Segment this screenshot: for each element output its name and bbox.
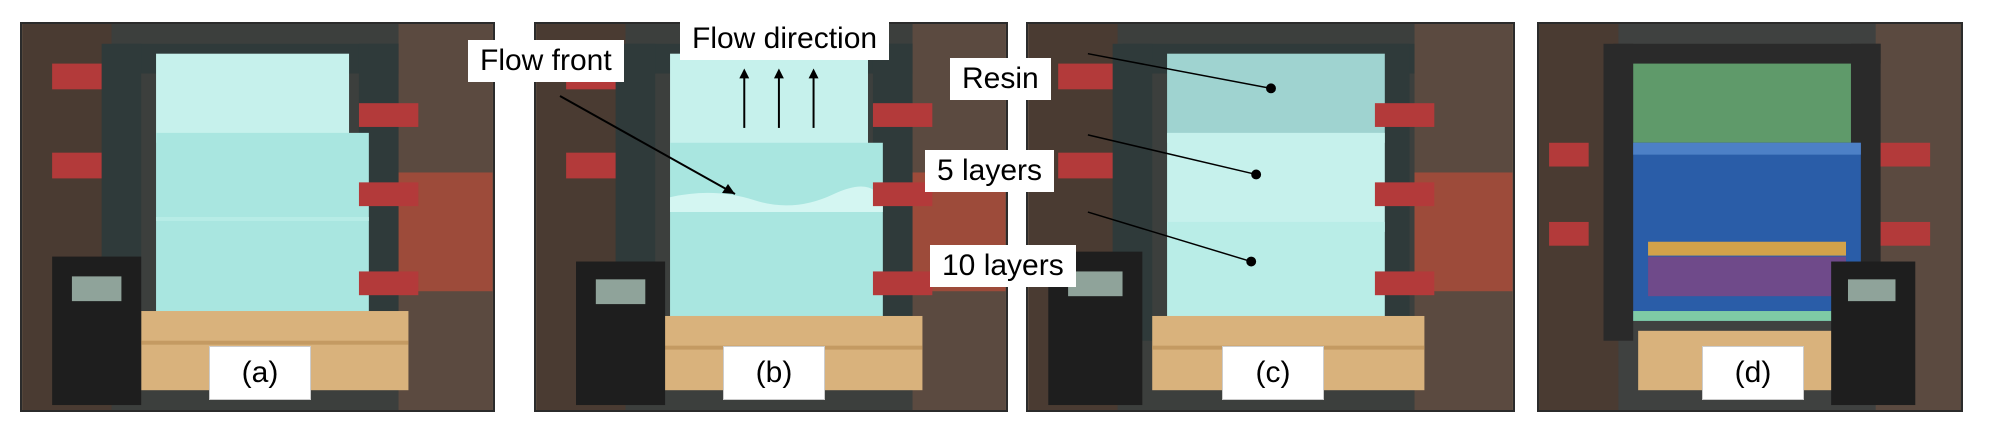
panel-label-b: (b): [723, 346, 825, 400]
ten-layers-label: 10 layers: [930, 245, 1076, 287]
photo-panel-d: (d): [1537, 22, 1963, 412]
photo-panel-c: (c): [1026, 22, 1515, 412]
panel-c-photo: [1028, 24, 1513, 410]
five-layers-label: 5 layers: [925, 150, 1055, 192]
flow-direction-label: Flow direction: [680, 18, 890, 60]
flow-front-label: Flow front: [468, 40, 624, 82]
panel-label-a: (a): [209, 346, 311, 400]
panel-label-d: (d): [1702, 346, 1804, 400]
photo-panel-a: (a): [20, 22, 495, 412]
panel-d-photo: [1539, 24, 1961, 410]
resin-label: Resin: [950, 58, 1051, 100]
panel-a-photo: [22, 24, 493, 410]
panel-label-c: (c): [1222, 346, 1324, 400]
